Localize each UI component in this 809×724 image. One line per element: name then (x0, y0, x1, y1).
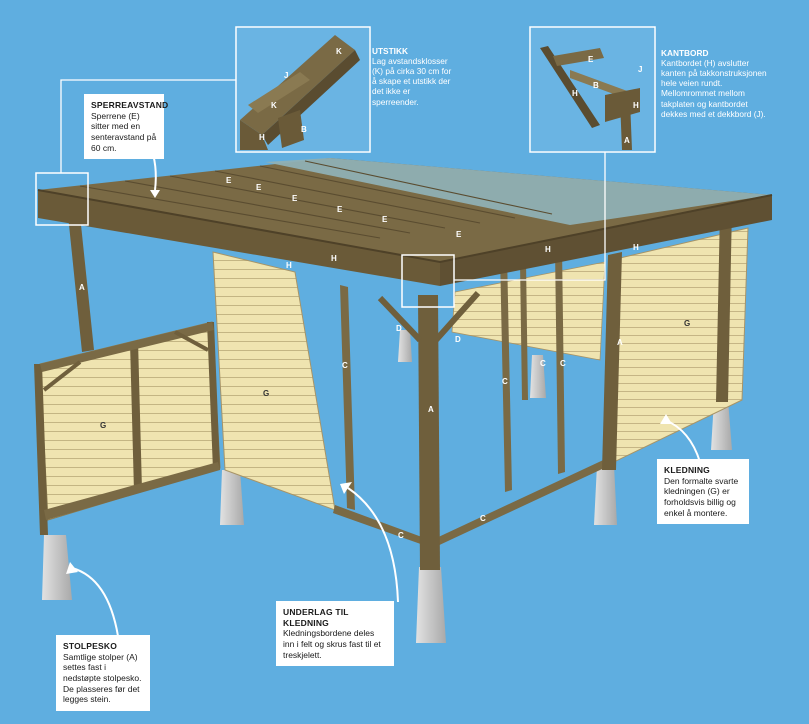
svg-text:A: A (624, 136, 630, 145)
sperreavstand-title: SPERREAVSTAND (91, 100, 169, 110)
svg-text:A: A (79, 283, 85, 292)
svg-text:C: C (540, 359, 546, 368)
callout-kledning: KLEDNING Den formalte svarte kledningen … (657, 459, 749, 525)
utstikk-text: UTSTIKK Lag avstandsklosser (K) på cirka… (372, 46, 456, 107)
footing-right (594, 465, 617, 525)
svg-text:A: A (428, 405, 434, 414)
svg-text:E: E (292, 194, 298, 203)
stolpesko-body: Samtlige stolper (A) settes fast i nedst… (63, 651, 142, 705)
svg-text:E: E (337, 205, 343, 214)
svg-text:C: C (560, 359, 566, 368)
svg-text:K: K (271, 101, 277, 110)
svg-text:K: K (336, 47, 342, 56)
svg-text:G: G (684, 319, 690, 328)
underlag-body: Kledningsbordene deles inn i felt og skr… (283, 628, 381, 660)
footing-front-center (416, 567, 446, 643)
underlag-title: UNDERLAG TIL KLEDNING (283, 607, 349, 628)
svg-text:C: C (398, 531, 404, 540)
svg-text:H: H (286, 261, 292, 270)
arrow-heads (66, 190, 672, 574)
callout-sperreavstand: SPERREAVSTAND Sperrene (E) sitter med en… (84, 94, 169, 160)
cladding-left-wall (212, 251, 336, 511)
kledning-body: Den formalte svarte kledningen (G) er fo… (664, 475, 739, 518)
svg-text:A: A (617, 338, 623, 347)
svg-text:J: J (284, 71, 288, 80)
sill-front (333, 505, 432, 548)
svg-text:C: C (342, 361, 348, 370)
svg-text:H: H (572, 89, 578, 98)
svg-text:H: H (633, 101, 639, 110)
svg-text:B: B (593, 81, 599, 90)
svg-text:G: G (263, 389, 269, 398)
braces (377, 291, 481, 343)
svg-text:H: H (633, 243, 639, 252)
inset-utstikk: K J K H B (235, 26, 371, 153)
sperreavstand-body: Sperrene (E) sitter med en senteravstand… (91, 110, 157, 153)
utstikk-body: Lag avstandsklosser (K) på cirka 30 cm f… (372, 56, 452, 107)
sill-right (432, 455, 615, 548)
kantbord-body: Kantbordet (H) avslutter kanten på takko… (661, 58, 767, 119)
footing-inner-b (398, 330, 412, 362)
svg-text:H: H (259, 133, 265, 142)
stolpesko-title: STOLPESKO (63, 641, 118, 651)
svg-text:J: J (638, 65, 642, 74)
svg-text:E: E (226, 176, 232, 185)
concrete-footings (42, 330, 732, 643)
footing-mid-left (220, 470, 244, 525)
svg-text:E: E (456, 230, 462, 239)
svg-text:E: E (256, 183, 262, 192)
footing-front-left (42, 535, 72, 600)
kantbord-text: KANTBORD Kantbordet (H) avslutter kanten… (661, 48, 773, 119)
studs (340, 247, 565, 510)
svg-text:B: B (301, 125, 307, 134)
connector-lines (60, 79, 606, 281)
posts (68, 208, 732, 570)
highlight-box-corner (401, 254, 455, 308)
kantbord-title: KANTBORD (661, 48, 709, 58)
svg-text:H: H (331, 254, 337, 263)
callout-stolpesko: STOLPESKO Samtlige stolper (A) settes fa… (56, 635, 150, 711)
svg-text:D: D (455, 335, 461, 344)
roof (37, 158, 773, 286)
part-labels: E E E E E E H H H H A A A D D C C C C C … (79, 176, 690, 540)
footing-inner-a (530, 355, 546, 398)
highlight-box-left (35, 172, 89, 226)
svg-text:D: D (396, 324, 402, 333)
svg-text:G: G (100, 421, 106, 430)
svg-text:C: C (502, 377, 508, 386)
kledning-title: KLEDNING (664, 465, 710, 475)
utstikk-title: UTSTIKK (372, 46, 408, 56)
svg-text:C: C (480, 514, 486, 523)
svg-text:E: E (588, 55, 594, 64)
inset-kantbord: E B H J H A (529, 26, 656, 153)
svg-text:E: E (382, 215, 388, 224)
svg-text:H: H (545, 245, 551, 254)
callout-underlag: UNDERLAG TIL KLEDNING Kledningsbordene d… (276, 601, 394, 667)
front-panel (34, 321, 221, 535)
